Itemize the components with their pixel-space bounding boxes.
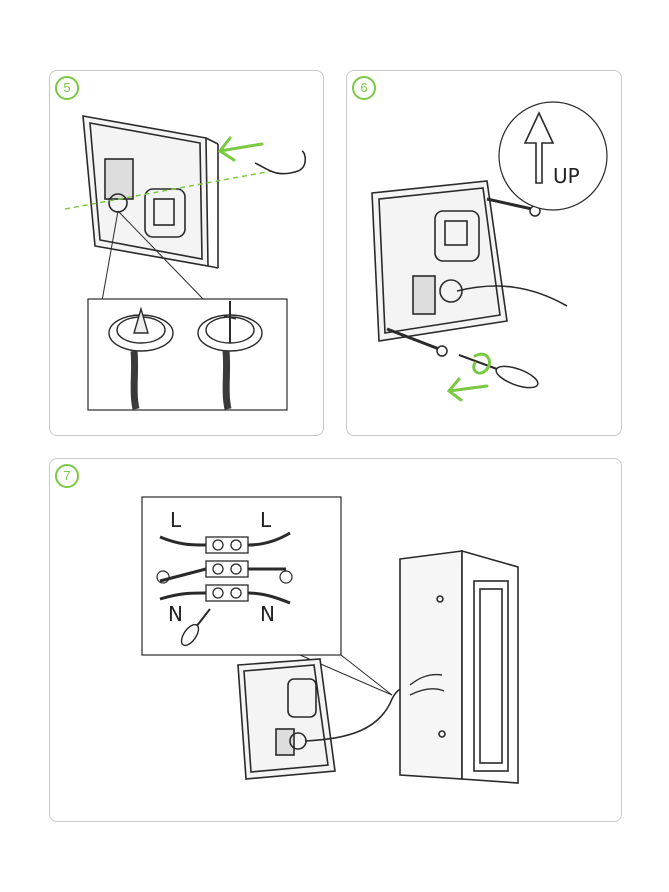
step-7-illustration: L L N N: [141, 496, 519, 784]
wall-wires: [409, 673, 445, 696]
wall-box: [399, 549, 519, 784]
neutral-label-left: N: [168, 602, 183, 626]
grommet-pierced: [197, 301, 263, 410]
cable: [456, 285, 568, 307]
mounting-box: [82, 115, 219, 269]
step-5-badge: 5: [55, 76, 79, 100]
step-5-panel: 5: [49, 70, 324, 436]
cable: [254, 150, 307, 175]
step-6-badge: 6: [352, 76, 376, 100]
grommet-intact: [108, 306, 174, 410]
up-arrow-icon: [523, 111, 555, 184]
ground-icon: [156, 570, 293, 584]
rotate-arrow-icon: [446, 352, 491, 402]
step-7-panel: 7 L L N N: [49, 458, 622, 822]
mounting-box: [371, 180, 508, 342]
screw-bottom: [386, 327, 448, 357]
wires: [159, 531, 291, 605]
step-6-panel: 6 UP: [346, 70, 622, 436]
step-6-illustration: UP: [371, 101, 608, 402]
insert-arrow-icon: [217, 136, 264, 162]
step-5-illustration: [64, 115, 307, 411]
up-label: UP: [553, 164, 580, 188]
thermostat-box: [237, 658, 336, 780]
live-label-left: L: [170, 508, 182, 532]
screwdriver-icon: [180, 608, 211, 647]
live-label-right: L: [260, 508, 272, 532]
neutral-label-right: N: [260, 602, 275, 626]
grommet-detail-box: [87, 298, 288, 411]
up-callout-circle: [498, 101, 608, 211]
step-7-badge: 7: [55, 464, 79, 488]
screwdriver-icon: [458, 354, 539, 389]
terminal-block: [205, 536, 249, 602]
alignment-dashed-line: [64, 170, 273, 210]
